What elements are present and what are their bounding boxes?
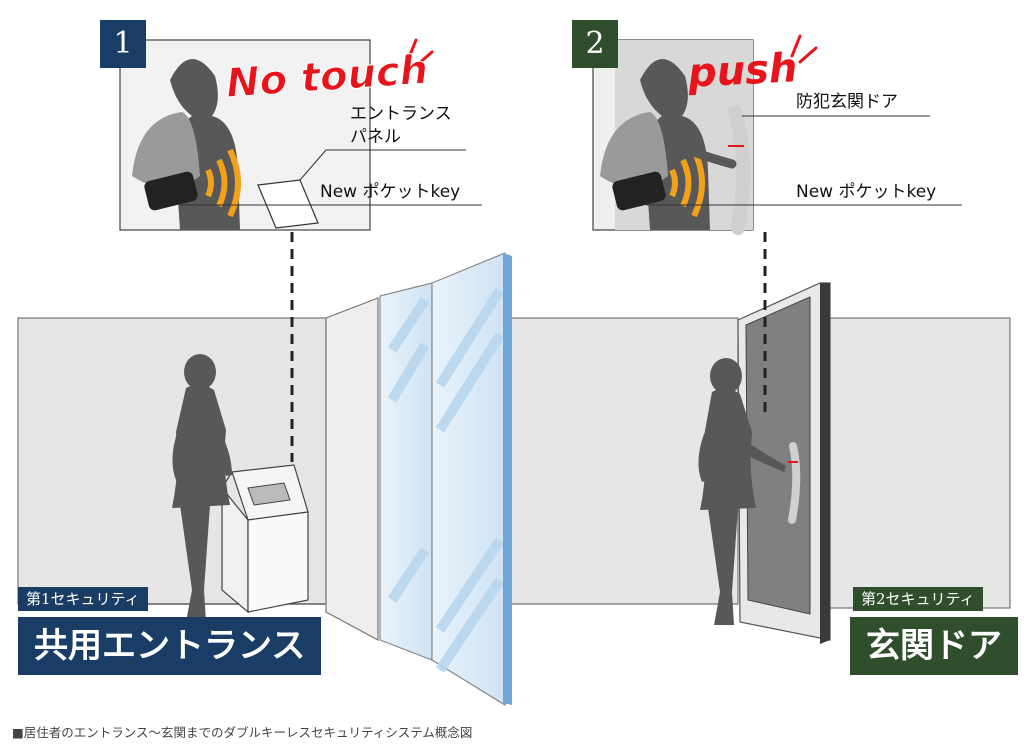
silhouette-woman-2 [698, 358, 786, 625]
inset-panel-1 [119, 39, 371, 231]
diagram-caption: ■居住者のエントランス～玄関までのダブルキーレスセキュリティシステム概念図 [12, 725, 473, 740]
step-1-badge: 1 [100, 20, 146, 68]
entrance-panel-pedestal [221, 464, 309, 614]
inset-panel-2 [592, 39, 754, 235]
glass-door-edge [503, 253, 512, 705]
silhouette-woman-1 [172, 354, 232, 622]
push-callout: push [686, 45, 799, 97]
entrance-door [737, 282, 831, 644]
glass-door-panel-2 [431, 252, 506, 707]
security-2-tag: 第2セキュリティ [853, 587, 983, 611]
entrance-door-title: 玄関ドア [850, 617, 1018, 675]
side-wall [325, 297, 379, 642]
back-wall-right-2 [827, 317, 1011, 609]
shared-entrance-title: 共用エントランス [18, 617, 322, 675]
step-2-badge: 2 [572, 20, 618, 68]
pocket-key-label-1: New ポケットkey [320, 182, 461, 202]
pocket-key-label-2: New ポケットkey [796, 182, 937, 202]
security-1-tag: 第1セキュリティ [18, 587, 148, 611]
glass-door-panel-1 [379, 282, 433, 661]
entrance-panel-label-line2: パネル [350, 127, 401, 147]
security-door-label: 防犯玄関ドア [796, 92, 898, 112]
glass-reflections [387, 287, 505, 673]
entrance-panel-label-line1: エントランス [350, 104, 452, 124]
